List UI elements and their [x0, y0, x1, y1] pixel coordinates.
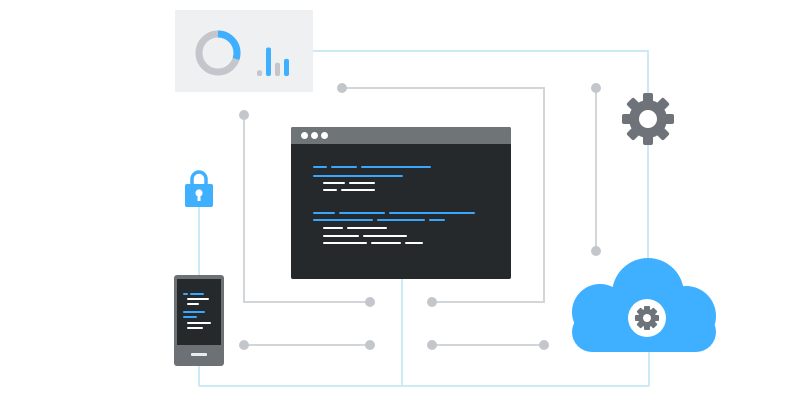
code-line: [187, 298, 209, 300]
code-line: [313, 175, 403, 177]
cloud-icon: [572, 258, 716, 352]
phone-home-button: [191, 353, 207, 356]
code-line: [183, 316, 197, 318]
node: [539, 340, 549, 350]
connector-top-right: [313, 50, 649, 262]
gear-hole: [639, 110, 657, 128]
connector-left: [243, 115, 370, 303]
code-line: [405, 242, 423, 244]
analytics-card: [175, 10, 313, 92]
window-titlebar: [291, 127, 511, 144]
code-line: [323, 227, 343, 229]
code-line: [347, 227, 387, 229]
code-line: [190, 293, 204, 295]
code-line: [349, 182, 375, 184]
node: [337, 83, 347, 93]
code-line: [377, 219, 425, 221]
code-line: [323, 189, 337, 191]
lock-keyhole: [195, 189, 203, 197]
bar-icon-bar: [257, 70, 262, 76]
code-line: [183, 311, 205, 313]
gear-icon: [635, 306, 659, 330]
node: [239, 110, 249, 120]
code-line: [361, 166, 431, 168]
bar-icon-bar: [275, 62, 280, 76]
window-dot: [311, 132, 318, 139]
node: [365, 340, 375, 350]
code-line: [429, 219, 445, 221]
node: [239, 340, 249, 350]
code-line: [323, 242, 367, 244]
donut-chart-icon: [195, 30, 241, 76]
node: [591, 246, 601, 256]
code-line: [313, 166, 327, 168]
code-line: [363, 235, 407, 237]
code-line: [341, 189, 375, 191]
code-line: [187, 327, 203, 329]
bar-chart-icon: [257, 47, 289, 76]
node: [427, 340, 437, 350]
node: [427, 297, 437, 307]
code-line: [187, 322, 211, 324]
code-line: [313, 219, 373, 221]
code-line: [371, 242, 401, 244]
donut-fill: [195, 30, 241, 76]
code-line: [313, 212, 335, 214]
code-line: [331, 166, 357, 168]
phone-screen: [177, 279, 221, 345]
window-dot: [321, 132, 328, 139]
lock-keyhole-slot: [197, 194, 201, 201]
lock-shackle: [190, 170, 208, 185]
mobile-phone-icon: [174, 275, 224, 366]
bar-icon-bar: [266, 47, 271, 76]
code-line: [389, 212, 475, 214]
code-line: [183, 293, 188, 295]
code-line: [323, 235, 359, 237]
code-line: [323, 182, 345, 184]
lock-icon: [185, 170, 213, 207]
bar-icon-bar: [284, 58, 289, 76]
code-line: [187, 303, 199, 305]
code-window-icon: [291, 127, 511, 279]
connector-inner-right: [342, 87, 545, 303]
blue-connectors: [198, 50, 650, 387]
code-line: [339, 212, 385, 214]
gear-icon: [622, 93, 674, 145]
node: [365, 297, 375, 307]
node: [591, 83, 601, 93]
window-dot: [301, 132, 308, 139]
gray-connectors: [243, 87, 597, 346]
connector-nodes: [239, 83, 601, 350]
